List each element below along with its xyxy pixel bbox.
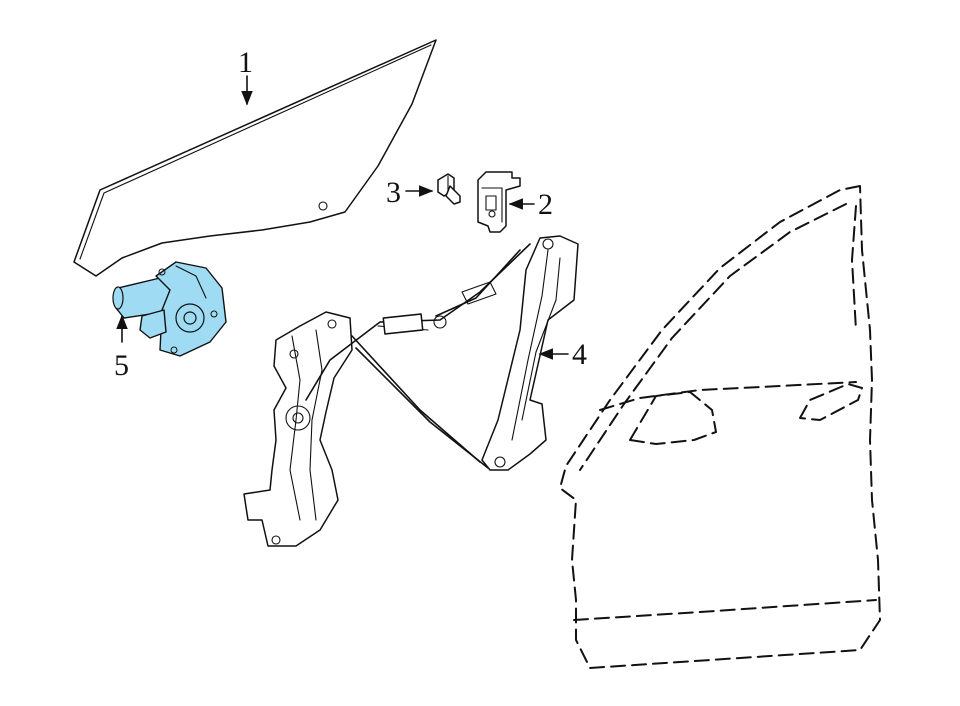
- callout-label-4: 4: [572, 338, 587, 371]
- window-regulator: [243, 235, 579, 547]
- door-shell-outline: [559, 185, 881, 669]
- callout-3: 3: [386, 176, 434, 209]
- callout-4: 4: [538, 338, 587, 371]
- window-motor: [112, 261, 227, 357]
- callout-label-3: 3: [386, 176, 401, 209]
- callout-label-2: 2: [538, 188, 553, 221]
- callout-5: 5: [114, 314, 129, 382]
- callout-label-1: 1: [238, 46, 253, 79]
- callout-label-5: 5: [114, 349, 129, 382]
- glass-bracket: [477, 171, 521, 233]
- callout-1: 1: [238, 46, 253, 106]
- callout-2: 2: [508, 188, 553, 221]
- door-glass: [73, 39, 437, 277]
- bolt: [437, 173, 461, 205]
